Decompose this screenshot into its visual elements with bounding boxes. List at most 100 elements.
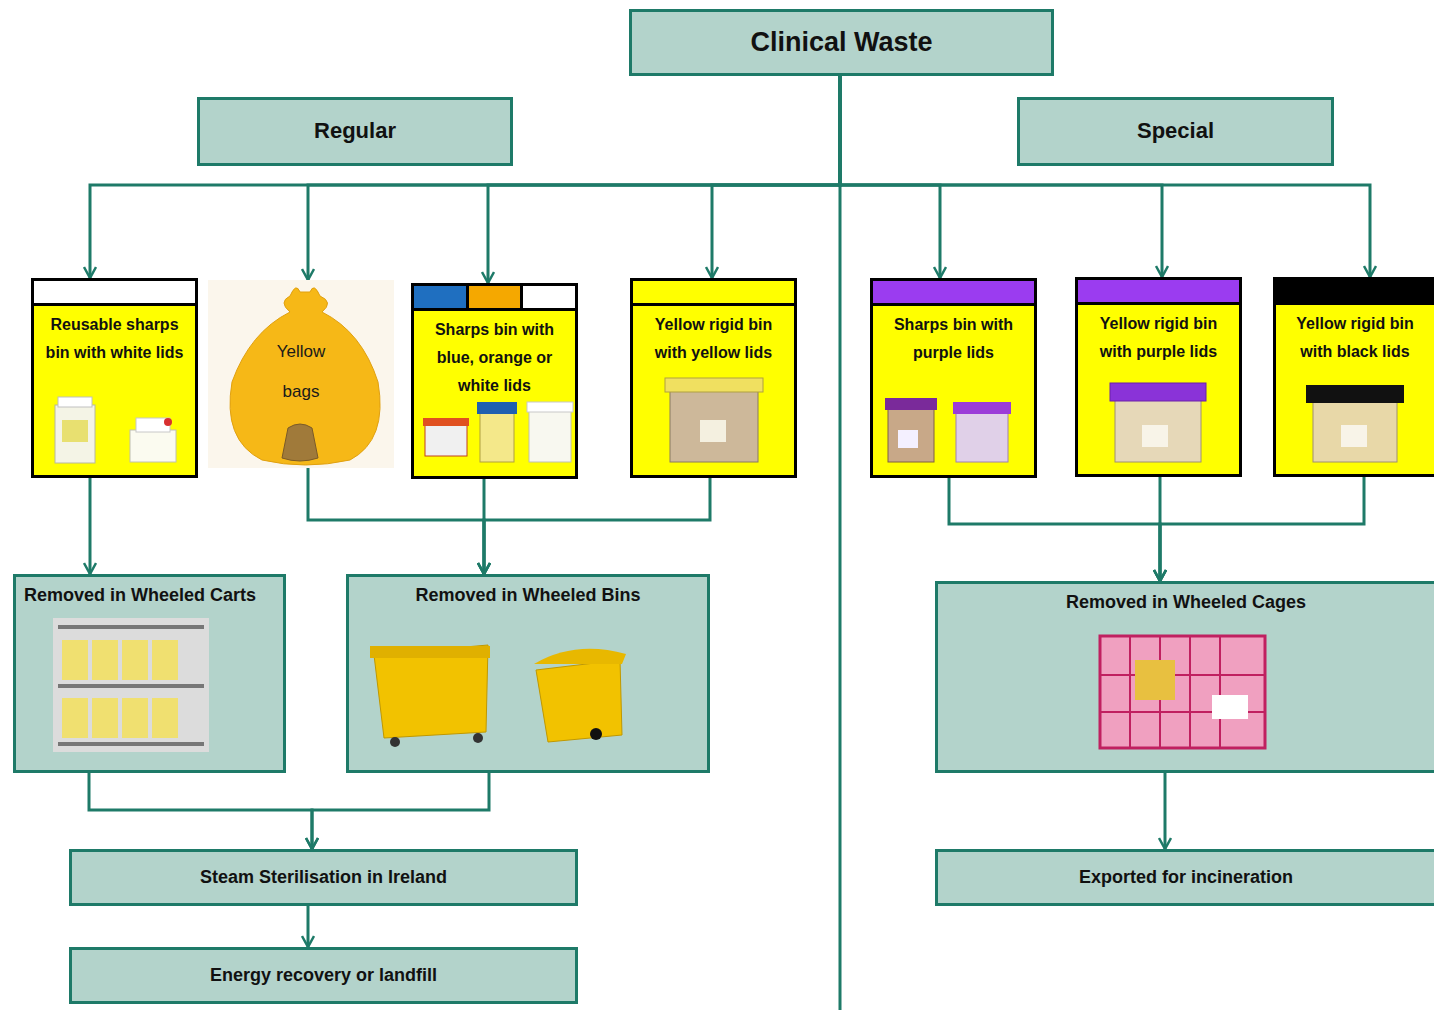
- lid-colour-patch: [520, 286, 575, 308]
- box-label: Yellow bags: [261, 332, 341, 412]
- box-label: Yellow rigid bin with black lids: [1282, 310, 1428, 366]
- wheeled-cage-picture-part: [1135, 660, 1175, 700]
- lid-colour-strip: [633, 281, 794, 306]
- yellow-rigid-bin-picture-part: [670, 388, 758, 462]
- process-box: Exported for incineration: [935, 849, 1434, 906]
- wheeled-cart-picture: [53, 618, 209, 752]
- box-label: Special: [1137, 118, 1214, 144]
- lid-colour-patch: [873, 281, 1034, 303]
- reusable-sharps-picture-part: [55, 405, 95, 463]
- removal-box: Removed in Wheeled Carts: [13, 574, 286, 773]
- black-lid-bin-picture-part: [1313, 398, 1397, 462]
- wheeled-cart-picture-part: [58, 684, 204, 688]
- reusable-sharps-picture-part: [62, 420, 88, 442]
- wheeled-cart-picture-part: [62, 640, 88, 680]
- black-lid-bin-picture-part: [1306, 385, 1404, 403]
- flow-connector: [840, 76, 940, 278]
- container-box: Reusable sharps bin with white lids: [31, 278, 198, 478]
- removal-box: Removed in Wheeled Cages: [935, 581, 1434, 773]
- black-lid-bin-picture: [1306, 385, 1404, 462]
- process-box: Steam Sterilisation in Ireland: [69, 849, 578, 906]
- purple-sharps-picture-part: [885, 398, 937, 410]
- reusable-sharps-picture: [55, 397, 176, 463]
- container-box: Sharps bin with blue, orange or white li…: [411, 283, 578, 479]
- wheeled-cage-picture-part: [1100, 711, 1265, 713]
- process-box: Energy recovery or landfill: [69, 947, 578, 1004]
- purple-sharps-picture: [885, 398, 1011, 462]
- wheeled-cage-picture-part: [1159, 636, 1161, 748]
- purple-lid-bin-picture-part: [1142, 425, 1168, 447]
- lid-colour-patch: [34, 281, 195, 303]
- container-box: Yellow rigid bin with purple lids: [1075, 277, 1242, 477]
- box-label: Reusable sharps bin with white lids: [40, 311, 189, 367]
- flow-connector: [90, 76, 840, 278]
- black-lid-bin-picture-part: [1341, 425, 1367, 447]
- sharps-bin-picture-part: [529, 410, 571, 462]
- purple-sharps-picture-part: [898, 430, 918, 448]
- wheeled-cage-picture-part: [1189, 636, 1191, 748]
- purple-lid-bin-picture-part: [1110, 383, 1206, 401]
- box-label: Removed in Wheeled Cages: [1066, 592, 1306, 614]
- purple-sharps-picture-part: [956, 412, 1008, 462]
- yellow-rigid-bin-picture-part: [665, 378, 763, 392]
- lid-colour-patch: [466, 286, 521, 308]
- wheeled-bin-picture-part: [536, 660, 622, 742]
- flow-connector: [840, 76, 1370, 277]
- flow-connector: [308, 468, 484, 574]
- wheeled-bin-picture-part: [473, 733, 483, 743]
- flow-connector: [712, 76, 840, 278]
- flow-connector: [488, 76, 840, 283]
- wheeled-cart-picture-part: [122, 640, 148, 680]
- lid-colour-patch: [633, 281, 794, 303]
- purple-lid-bin-picture-part: [1115, 396, 1201, 462]
- wheeled-bin-picture: [370, 645, 626, 747]
- flow-connector: [312, 773, 489, 849]
- purple-sharps-picture-part: [953, 402, 1011, 414]
- purple-lid-bin-picture: [1110, 383, 1206, 462]
- wheeled-cart-picture-part: [122, 698, 148, 738]
- flow-connector: [307, 906, 310, 947]
- lid-colour-strip: [873, 281, 1034, 306]
- flow-connector: [1164, 773, 1167, 849]
- wheeled-cage-picture-part: [1100, 674, 1265, 676]
- wheeled-cart-picture-part: [152, 640, 178, 680]
- purple-sharps-picture-part: [888, 408, 934, 462]
- flow-connector: [89, 773, 312, 849]
- container-box: Yellow bags: [208, 280, 394, 468]
- root-box: Clinical Waste: [629, 9, 1054, 76]
- box-label: Removed in Wheeled Carts: [24, 585, 256, 607]
- flow-connector: [483, 479, 486, 574]
- flow-connector: [1160, 477, 1364, 581]
- wheeled-cart-picture-part: [58, 625, 204, 629]
- wheeled-cage-picture-part: [1212, 695, 1248, 719]
- box-label: Regular: [314, 118, 396, 144]
- flow-connector: [89, 478, 92, 574]
- yellow-bag-picture-part: [282, 424, 318, 461]
- box-label: Yellow rigid bin with purple lids: [1084, 310, 1233, 366]
- wheeled-cart-picture-part: [62, 698, 88, 738]
- sharps-bin-picture-part: [425, 424, 467, 456]
- sharps-bin-picture-part: [477, 402, 517, 414]
- lid-colour-patch: [1078, 280, 1239, 302]
- wheeled-cage-picture-part: [1129, 636, 1131, 748]
- box-label: Sharps bin with blue, orange or white li…: [420, 316, 569, 400]
- removal-box: Removed in Wheeled Bins: [346, 574, 710, 773]
- box-label: Removed in Wheeled Bins: [415, 585, 640, 607]
- container-box: Yellow rigid bin with yellow lids: [630, 278, 797, 478]
- sharps-bin-picture: [423, 402, 573, 462]
- reusable-sharps-picture-part: [130, 430, 176, 462]
- divider-line: [839, 76, 842, 1010]
- yellow-rigid-bin-picture-part: [700, 420, 726, 442]
- box-label: Exported for incineration: [1079, 867, 1293, 889]
- flow-connector: [1159, 477, 1162, 581]
- category-box: Regular: [197, 97, 513, 166]
- wheeled-cage-picture-part: [1219, 636, 1221, 748]
- lid-colour-strip: [414, 286, 575, 311]
- wheeled-cart-picture-part: [58, 742, 204, 746]
- reusable-sharps-picture-part: [136, 418, 170, 432]
- wheeled-bin-picture-part: [374, 645, 488, 738]
- wheeled-bin-picture-part: [390, 737, 400, 747]
- wheeled-cart-picture-part: [92, 640, 118, 680]
